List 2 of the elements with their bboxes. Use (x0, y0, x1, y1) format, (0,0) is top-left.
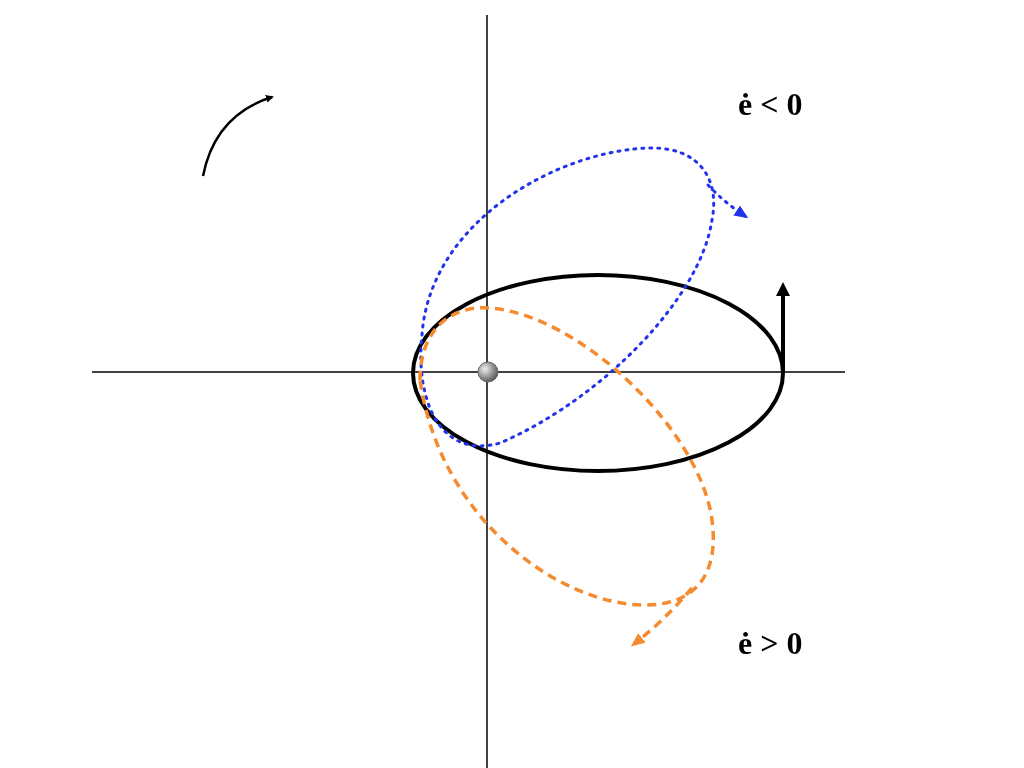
condition-label: ė < 0 (738, 88, 803, 120)
condition-label: ė > 0 (738, 627, 803, 659)
